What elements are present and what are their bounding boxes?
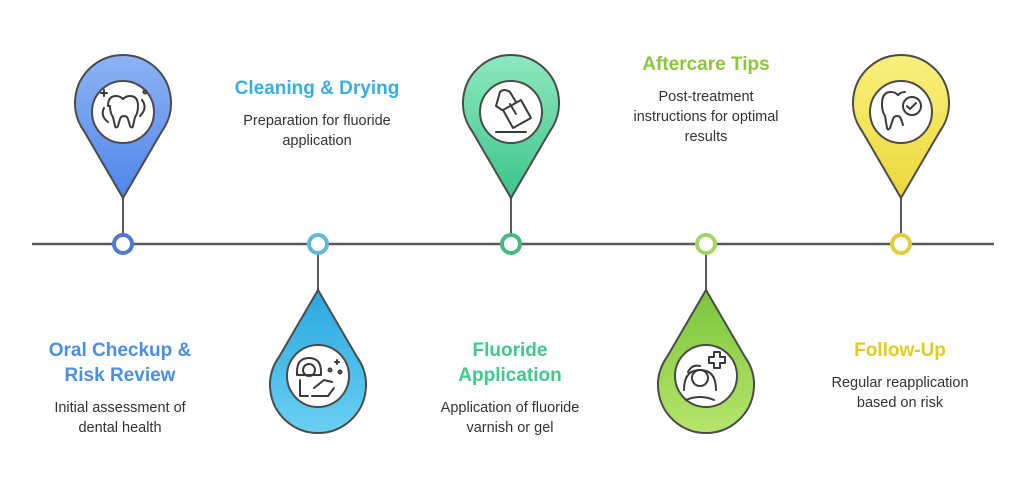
- step-4-text: Aftercare Tips Post-treatment instructio…: [596, 52, 816, 147]
- step-5-description: Regular reapplication based on risk: [790, 373, 1010, 413]
- step-2-text: Cleaning & Drying Preparation for fluori…: [207, 76, 427, 151]
- step-5-desc-line: based on risk: [856, 395, 944, 411]
- step-1-description: Initial assessment of dental health: [10, 398, 230, 438]
- step-2-desc-line: Preparation for fluoride: [243, 113, 391, 129]
- step-5-text: Follow-Up Regular reapplication based on…: [790, 338, 1010, 413]
- step-4-title-line: Aftercare Tips: [642, 54, 770, 75]
- step-3-marker: [462, 54, 560, 255]
- step-2-description: Preparation for fluoride application: [207, 111, 427, 151]
- hand-applying-varnish-icon: [495, 89, 532, 133]
- step-3-title-line: Application: [458, 365, 562, 386]
- step-4-description: Post-treatment instructions for optimal …: [596, 87, 816, 147]
- step-1-title-line: Risk Review: [64, 365, 176, 386]
- step-3-description: Application of fluoride varnish or gel: [400, 398, 620, 438]
- step-4-desc-line: instructions for optimal: [633, 109, 779, 125]
- step-2-title-line: Cleaning & Drying: [234, 78, 400, 99]
- step-3-title: Fluoride Application: [400, 338, 620, 388]
- step-5-marker: [852, 54, 950, 255]
- step-1-text: Oral Checkup & Risk Review Initial asses…: [10, 338, 230, 438]
- step-5-title-line: Follow-Up: [854, 340, 946, 361]
- step-3-title-line: Fluoride: [472, 340, 548, 361]
- step-4-desc-line: results: [684, 129, 728, 145]
- step-2-marker: [269, 233, 367, 434]
- tooth-check-icon: [881, 91, 922, 131]
- step-1-title: Oral Checkup & Risk Review: [10, 338, 230, 388]
- step-4-title: Aftercare Tips: [596, 52, 816, 77]
- step-1-title-line: Oral Checkup &: [48, 340, 192, 361]
- step-4-marker: [657, 233, 755, 434]
- step-2-title: Cleaning & Drying: [207, 76, 427, 101]
- step-4-desc-line: Post-treatment: [658, 89, 754, 105]
- step-1-desc-line: Initial assessment of: [54, 400, 186, 416]
- step-5-desc-line: Regular reapplication: [831, 375, 969, 391]
- step-1-marker: [74, 54, 172, 255]
- patient-dental-chair-icon: [296, 357, 343, 397]
- step-3-desc-line: Application of fluoride: [440, 400, 580, 416]
- step-5-title: Follow-Up: [790, 338, 1010, 363]
- tooth-magnifier-icon: [100, 89, 148, 129]
- patient-care-plus-icon: [683, 351, 726, 401]
- step-3-desc-line: varnish or gel: [466, 420, 554, 436]
- step-2-desc-line: application: [282, 133, 352, 149]
- step-3-text: Fluoride Application Application of fluo…: [400, 338, 620, 438]
- step-1-desc-line: dental health: [78, 420, 162, 436]
